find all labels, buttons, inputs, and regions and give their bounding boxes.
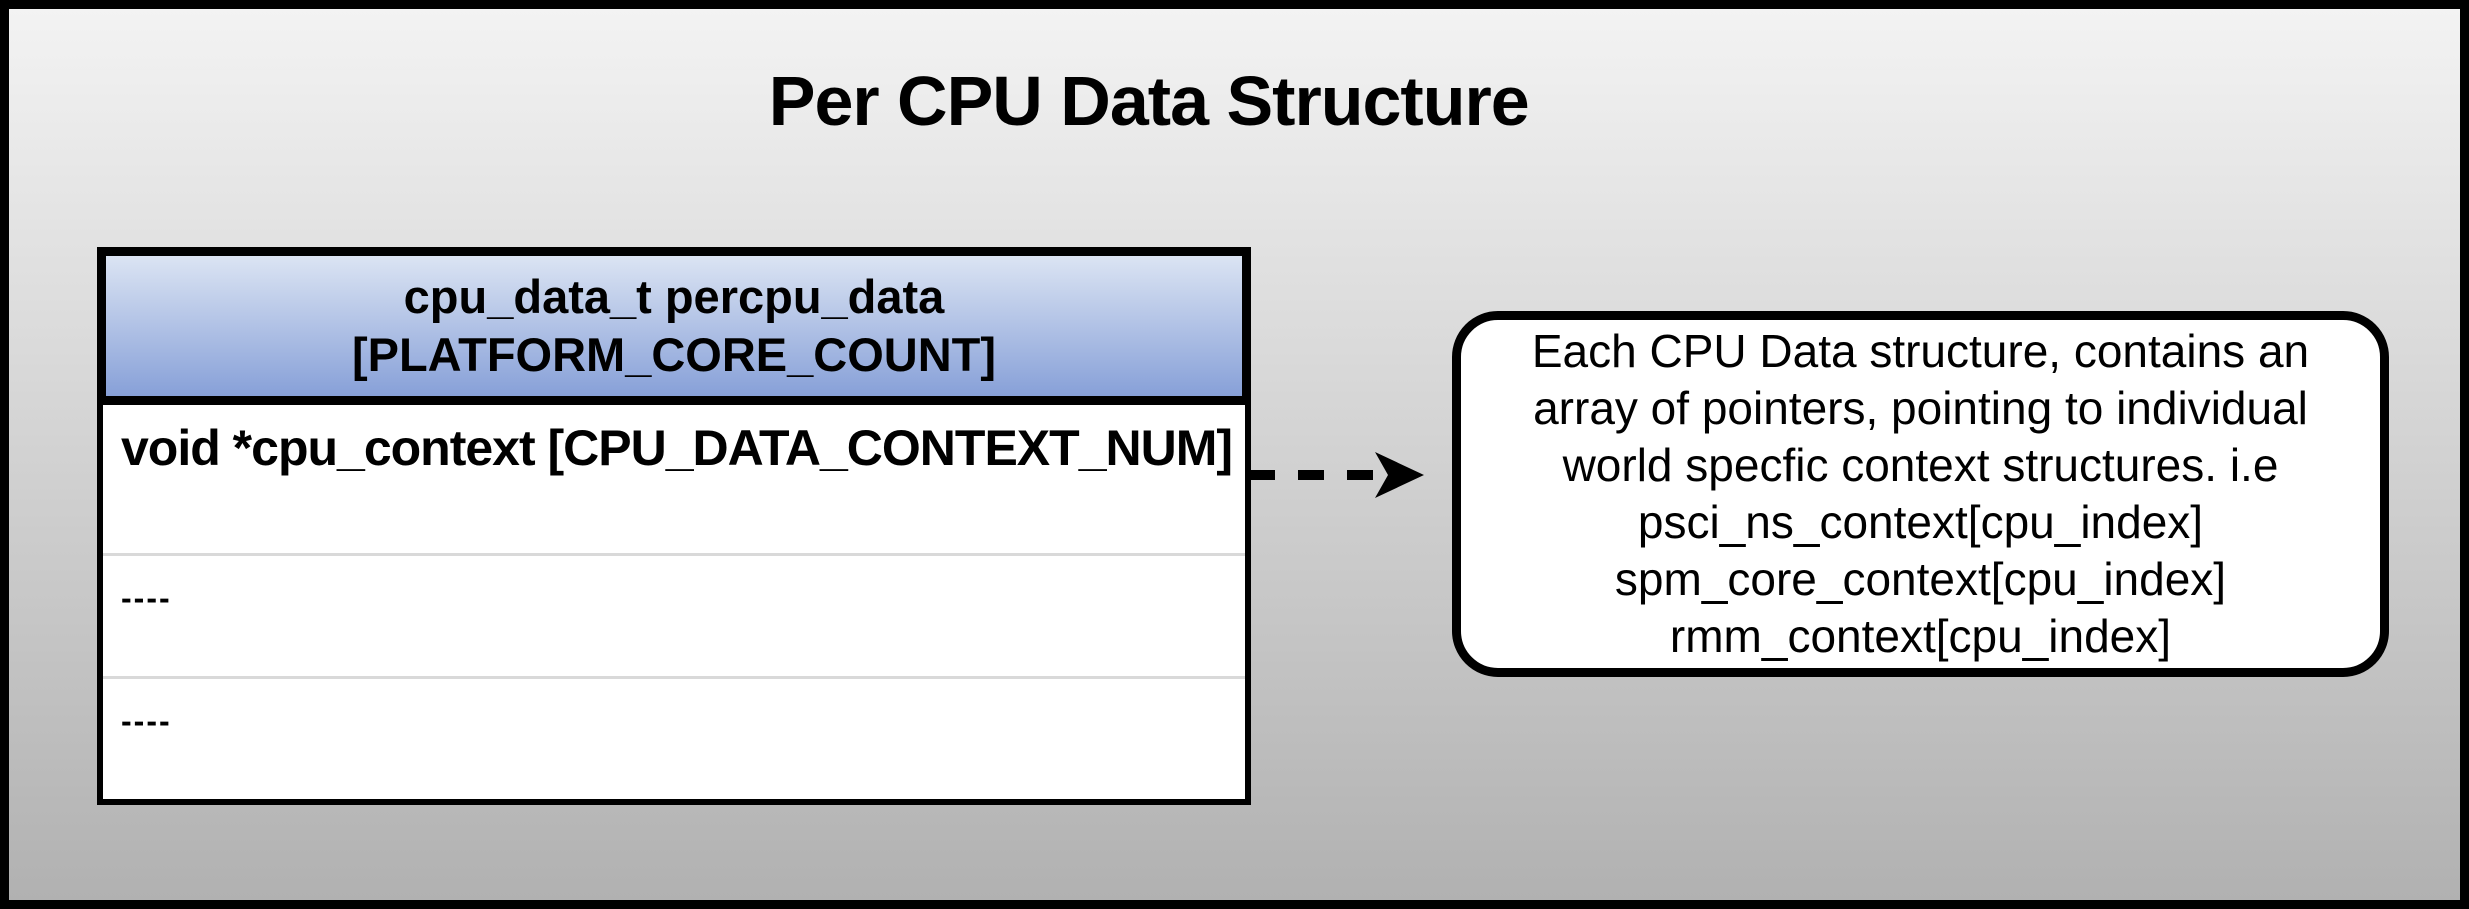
callout-line: spm_core_context[cpu_index]	[1614, 553, 2227, 605]
arrowhead-icon	[1375, 452, 1424, 498]
struct-table-body: void *cpu_context [CPU_DATA_CONTEXT_NUM]…	[97, 405, 1251, 805]
row-divider	[103, 676, 1245, 679]
struct-header-line1: cpu_data_t percpu_data	[403, 270, 945, 323]
struct-header-line2: [PLATFORM_CORE_COUNT]	[351, 328, 997, 381]
table-row: ----	[121, 580, 172, 616]
page-title: Per CPU Data Structure	[768, 62, 1530, 140]
callout-line: rmm_context[cpu_index]	[1669, 610, 2172, 662]
cpu-data-struct-table: cpu_data_t percpu_data [PLATFORM_CORE_CO…	[97, 247, 1251, 805]
table-row: ----	[121, 703, 172, 739]
row-divider	[103, 553, 1245, 556]
callout-line: psci_ns_context[cpu_index]	[1637, 496, 2204, 548]
callout-line: Each CPU Data structure, contains an	[1531, 325, 2310, 377]
struct-table-header: cpu_data_t percpu_data [PLATFORM_CORE_CO…	[97, 247, 1251, 405]
callout-line: world specfic context structures. i.e	[1562, 439, 2279, 491]
callout-line: array of pointers, pointing to individua…	[1533, 382, 2308, 434]
dashed-arrow-connector	[1249, 452, 1424, 498]
table-row: void *cpu_context [CPU_DATA_CONTEXT_NUM]	[121, 420, 1233, 476]
annotation-callout: Each CPU Data structure, contains an arr…	[1452, 311, 2389, 677]
